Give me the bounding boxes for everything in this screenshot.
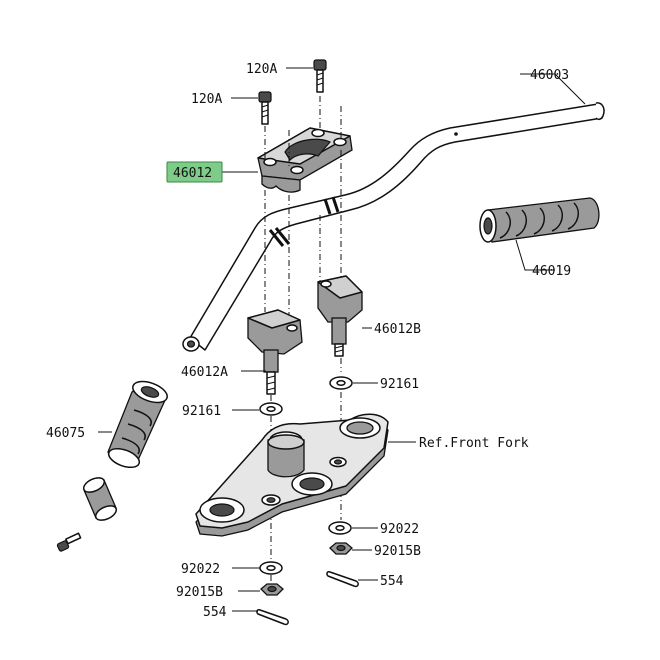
bar-end-screw[interactable] bbox=[56, 532, 82, 552]
washer-right-lower[interactable] bbox=[328, 521, 352, 535]
label-pin-left[interactable]: 554 bbox=[203, 605, 227, 620]
label-washer-left-lower[interactable]: 92022 bbox=[181, 562, 220, 577]
grip-left[interactable] bbox=[106, 377, 170, 471]
washer-right-upper[interactable] bbox=[329, 376, 353, 390]
pin-left[interactable] bbox=[256, 609, 289, 626]
label-holder-left[interactable]: 46012A bbox=[181, 365, 228, 380]
assembly-axes bbox=[264, 96, 342, 582]
washer-left-upper[interactable] bbox=[259, 402, 283, 416]
label-washer-left-upper[interactable]: 92161 bbox=[182, 404, 221, 419]
pin-right[interactable] bbox=[326, 571, 359, 588]
label-handlebar[interactable]: 46003 bbox=[530, 68, 569, 83]
leader-lines bbox=[98, 67, 586, 612]
label-washer-right-upper[interactable]: 92161 bbox=[380, 377, 419, 392]
highlight-box bbox=[166, 161, 223, 183]
label-pin-right[interactable]: 554 bbox=[380, 574, 404, 589]
holder-right[interactable] bbox=[317, 275, 363, 357]
handlebar[interactable] bbox=[182, 102, 605, 352]
label-nut-left[interactable]: 92015B bbox=[176, 585, 223, 600]
label-grip-left[interactable]: 46075 bbox=[46, 426, 85, 441]
upper-clamp[interactable] bbox=[257, 127, 353, 193]
fork-top-clamp[interactable] bbox=[195, 413, 389, 537]
nut-left[interactable] bbox=[260, 583, 284, 596]
label-clamp-upper[interactable]: 46012 bbox=[173, 166, 212, 181]
label-front-fork-ref[interactable]: Ref.Front Fork bbox=[419, 436, 529, 451]
label-bolt-upper[interactable]: 120A bbox=[246, 62, 277, 77]
bolt-lower[interactable] bbox=[258, 91, 272, 125]
label-grip-right[interactable]: 46019 bbox=[532, 264, 571, 279]
grip-right[interactable] bbox=[479, 197, 600, 243]
nut-right[interactable] bbox=[329, 542, 353, 555]
label-bolt-lower[interactable]: 120A bbox=[191, 92, 222, 107]
label-washer-right-lower[interactable]: 92022 bbox=[380, 522, 419, 537]
label-holder-right[interactable]: 46012B bbox=[374, 322, 421, 337]
bar-end-weight[interactable] bbox=[81, 475, 118, 523]
label-nut-right[interactable]: 92015B bbox=[374, 544, 421, 559]
holder-left[interactable] bbox=[247, 309, 303, 395]
washer-left-lower[interactable] bbox=[259, 561, 283, 575]
bolt-upper[interactable] bbox=[313, 59, 327, 93]
